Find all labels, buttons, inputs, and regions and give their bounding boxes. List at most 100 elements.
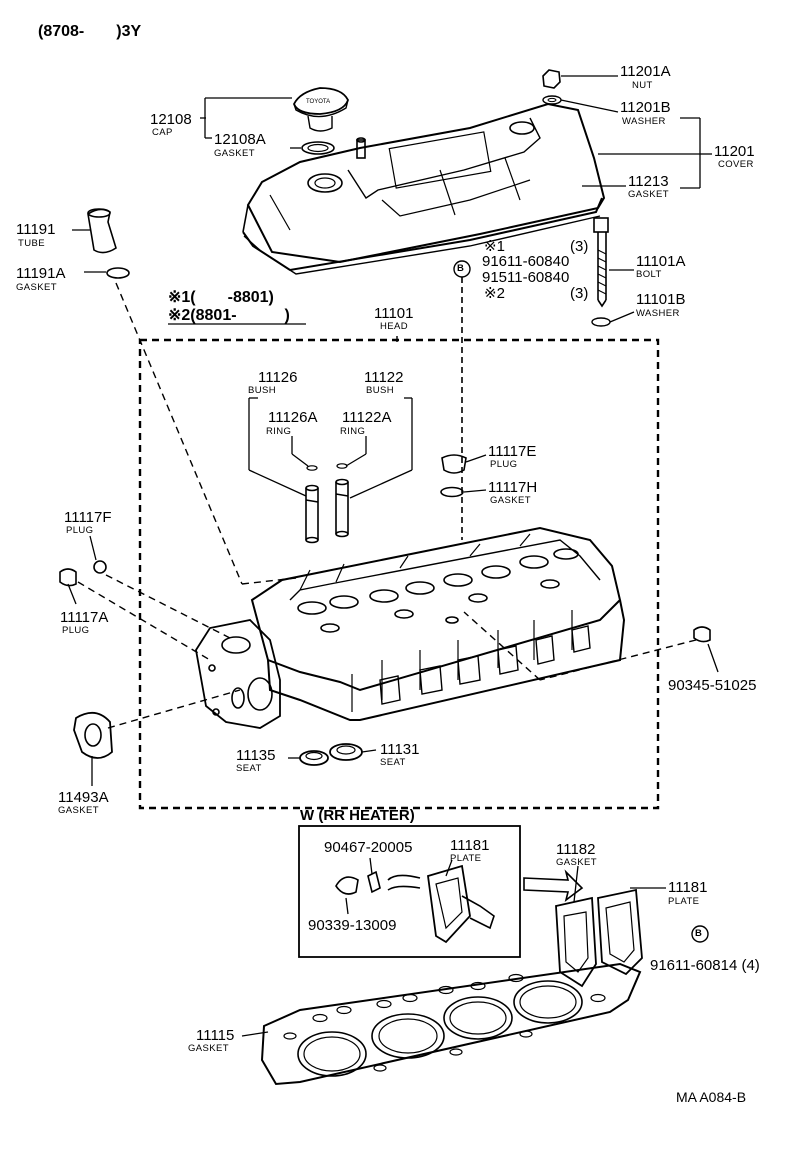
bolt-variant-mark1: ※1 xyxy=(484,238,505,255)
part-12108-number: 12108 xyxy=(150,111,192,128)
part-11201-name: COVER xyxy=(718,159,754,170)
part-12108-name: CAP xyxy=(152,127,173,138)
part-90345-number: 90345-51025 xyxy=(668,677,757,694)
part-11126a-number: 11126A xyxy=(268,409,318,426)
cylinder-head-drawing xyxy=(195,526,626,729)
svg-text:TOYOTA: TOYOTA xyxy=(306,99,330,105)
part-11117f-number: 11117F xyxy=(64,509,112,526)
hose-clamp-drawing xyxy=(367,870,381,894)
part-11117f-name: PLUG xyxy=(66,525,94,536)
part-11115-name: GASKET xyxy=(188,1043,229,1054)
part-12108a-name: GASKET xyxy=(214,148,255,159)
part-11201a-number: 11201A xyxy=(620,63,671,80)
plug-gasket-h-drawing xyxy=(440,486,464,498)
leader-lines xyxy=(67,75,719,1037)
part-11135-name: SEAT xyxy=(236,763,262,774)
part-11201a-name: NUT xyxy=(632,80,653,91)
breather-tube-drawing xyxy=(87,208,117,254)
part-11201-number: 11201 xyxy=(714,143,755,160)
part-11182-number: 11182 xyxy=(556,841,596,858)
part-11122-number: 11122 xyxy=(364,369,404,386)
part-11101-name: HEAD xyxy=(380,321,408,332)
head-gasket-drawing xyxy=(260,962,642,1086)
valve-seats-drawing xyxy=(299,743,363,766)
head-bolt-washer-drawing xyxy=(591,317,611,327)
plate-gasket-11182-drawing xyxy=(555,896,597,988)
part-11191a-number: 11191A xyxy=(16,265,66,282)
part-11182-name: GASKET xyxy=(556,857,597,868)
head-bolt-drawing xyxy=(593,217,609,308)
part-11101b-number: 11101B xyxy=(636,291,686,308)
part-90339-number: 90339-13009 xyxy=(308,917,397,934)
part-11191a-name: GASKET xyxy=(16,282,57,293)
part-11131-number: 11131 xyxy=(380,741,420,758)
part-11117e-number: 11117E xyxy=(488,443,537,460)
part-11117h-number: 11117H xyxy=(488,479,538,496)
part-11101a-number: 11101A xyxy=(636,253,686,270)
part-11135-number: 11135 xyxy=(236,747,276,764)
heater-plate-drawing xyxy=(387,864,495,944)
rr-heater-box xyxy=(298,825,521,958)
bolt-variant-pn2: 91511-60840 xyxy=(482,269,570,286)
diagram-footer-code: MA A084-B xyxy=(676,1089,747,1105)
callout-b-letter: B xyxy=(457,263,465,274)
part-11191-name: TUBE xyxy=(18,238,45,249)
part-11126-name: BUSH xyxy=(248,385,276,396)
part-90467-number: 90467-20005 xyxy=(324,839,413,856)
plug-a-drawing xyxy=(59,568,77,587)
outlet-gasket-drawing xyxy=(73,712,113,759)
ring-right-drawing xyxy=(336,463,348,469)
part-11117a-name: PLUG xyxy=(62,625,90,636)
part-11181-name: PLATE xyxy=(668,896,700,907)
part-11126a-name: RING xyxy=(266,426,292,437)
head-assembly-enclosure xyxy=(138,338,660,810)
cylinder-head-cover-drawing xyxy=(242,102,606,275)
plug-90339-drawing xyxy=(335,876,359,895)
bolt-variant-qty1: (3) xyxy=(570,238,589,255)
plug-f-drawing xyxy=(93,560,107,574)
legend-mark1: ※1( -8801) xyxy=(168,289,274,306)
part-11117a-number: 11117A xyxy=(60,609,109,626)
tube-gasket-drawing xyxy=(106,267,130,279)
stud-90345-drawing xyxy=(693,626,711,643)
valve-guide-bushes-drawing xyxy=(305,478,349,544)
part-11181-heater-name: PLATE xyxy=(450,853,482,864)
cover-nut-drawing xyxy=(542,69,561,89)
callout-b-plate-circle xyxy=(691,925,709,943)
bolt-variant-mark2: ※2 xyxy=(484,285,505,302)
part-11201b-number: 11201B xyxy=(620,99,671,116)
part-11117h-name: GASKET xyxy=(490,495,531,506)
oil-filler-cap-drawing: TOYOTA xyxy=(293,87,349,132)
heater-box-title: W (RR HEATER) xyxy=(300,807,415,824)
plate-11181-drawing xyxy=(597,888,643,976)
install-leader-lines xyxy=(77,282,697,729)
plug-e-drawing xyxy=(441,454,467,474)
ring-left-drawing xyxy=(306,465,318,471)
part-11101-number: 11101 xyxy=(374,305,414,322)
callout-b-plate-letter: B xyxy=(695,928,703,939)
part-91611-60814-number: 91611-60814 (4) xyxy=(650,957,760,974)
cover-washer-drawing xyxy=(542,95,562,105)
cap-gasket-drawing xyxy=(301,141,335,155)
part-11493a-name: GASKET xyxy=(58,805,99,816)
part-11131-name: SEAT xyxy=(380,757,406,768)
part-11213-name: GASKET xyxy=(628,189,669,200)
part-11122-name: BUSH xyxy=(366,385,394,396)
part-11201b-name: WASHER xyxy=(622,116,666,127)
part-11493a-number: 11493A xyxy=(58,789,109,806)
direction-arrow xyxy=(523,869,584,902)
diagram-header-code: (8708- )3Y xyxy=(38,23,142,40)
part-12108a-number: 12108A xyxy=(214,131,266,148)
part-11122a-number: 11122A xyxy=(342,409,392,426)
part-11101b-name: WASHER xyxy=(636,308,680,319)
part-11117e-name: PLUG xyxy=(490,459,518,470)
part-11191-number: 11191 xyxy=(16,221,56,238)
legend-mark2: ※2(8801- ) xyxy=(168,307,290,324)
part-11213-number: 11213 xyxy=(628,173,669,190)
bolt-variant-qty2: (3) xyxy=(570,285,589,302)
part-11122a-name: RING xyxy=(340,426,366,437)
part-11101a-name: BOLT xyxy=(636,269,662,280)
part-11126-number: 11126 xyxy=(258,369,298,386)
bolt-variant-pn1: 91611-60840 xyxy=(482,253,570,270)
